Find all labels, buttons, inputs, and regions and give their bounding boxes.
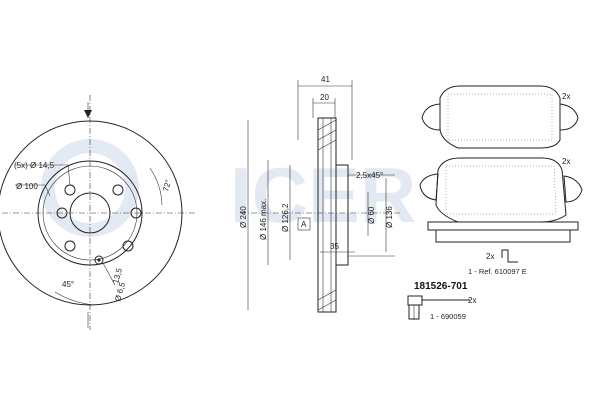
part-number: 181526-701 xyxy=(414,281,468,292)
threaded-hole-core xyxy=(97,258,101,262)
hatching-top xyxy=(317,119,337,151)
pad-bottom-friction xyxy=(445,165,557,215)
holes-leader-2 xyxy=(67,164,71,186)
pad-bottom-outline xyxy=(435,157,567,223)
pcd-leader-2 xyxy=(44,184,51,197)
pad-bottom-ear-right xyxy=(563,175,583,203)
hub-circle xyxy=(37,160,143,266)
angle-45-label: 45° xyxy=(62,280,74,289)
chamfer-label: 2,5x45° xyxy=(356,171,383,180)
bolt-hole-6 xyxy=(122,240,134,252)
pad-top-friction xyxy=(447,93,553,141)
brake-pads: 2x 2x 2x 1 - Ref. 610097 E xyxy=(419,85,583,276)
bolt-side-view xyxy=(408,304,420,320)
pad-bottom-ear-left xyxy=(419,173,439,201)
pad-top-ear-left xyxy=(421,103,441,131)
pcd-label: Ø 100 xyxy=(16,182,38,191)
pad-top-ear-right xyxy=(559,103,579,131)
hatching-bottom xyxy=(317,289,337,311)
clip-qty: 2x xyxy=(486,252,494,261)
bolt-head xyxy=(407,295,423,306)
dim-240-label: Ø 240 xyxy=(239,206,248,228)
watermark: ICER xyxy=(41,139,416,239)
small-hole-leader xyxy=(102,262,116,286)
bolt-hole-5 xyxy=(64,240,76,252)
wear-clip xyxy=(501,249,518,263)
disc-outer-edge xyxy=(0,120,183,306)
angle-72-label: 72° xyxy=(161,178,173,192)
hub-inner-circle xyxy=(42,165,138,261)
angle-45-arc xyxy=(54,291,96,306)
threaded-hole xyxy=(94,255,104,265)
bolt-hole-1 xyxy=(64,184,76,196)
top-arrow xyxy=(84,110,92,118)
disc-front-view: (5x) Ø 14,5 Ø 100 72° 45° 13,5 Ø 6,5 xyxy=(0,95,195,330)
bolt-item: 2x 1 - 690059 xyxy=(407,295,476,321)
center-bore xyxy=(69,192,111,234)
dim-35-label: 35 xyxy=(330,242,339,251)
holes-label: (5x) Ø 14,5 xyxy=(14,161,55,170)
dim-41-label: 41 xyxy=(321,75,330,84)
bolt-ref-label: 1 - 690059 xyxy=(430,312,466,321)
angle-72-arc xyxy=(149,167,163,206)
pad-bottom-qty: 2x xyxy=(562,157,570,166)
pad-side-backplate xyxy=(427,221,579,231)
dim-60-label: Ø 60 xyxy=(367,206,376,224)
pad-side-friction xyxy=(435,229,571,243)
datum-a-box xyxy=(297,217,311,231)
bolt-hole-2 xyxy=(112,184,124,196)
friction-ring xyxy=(317,117,337,313)
dim-146-label: Ø 146 max. xyxy=(259,199,268,240)
datum-a-label: A xyxy=(301,220,307,229)
offset-label: 13,5 xyxy=(111,267,124,285)
dim-136-label: Ø 136 xyxy=(385,206,394,228)
pad-ref-label: 1 - Ref. 610097 E xyxy=(468,267,527,276)
dim-126-label: Ø 126,2 xyxy=(281,203,290,232)
bolt-hole-3 xyxy=(56,207,68,219)
dim-20-label: 20 xyxy=(320,93,329,102)
pad-top-qty: 2x xyxy=(562,92,570,101)
bolt-hole-4 xyxy=(130,207,142,219)
pad-top-outline xyxy=(439,85,561,149)
bolt-qty: 2x xyxy=(468,296,476,305)
disc-cross-section: 41 20 Ø 240 Ø 146 max. Ø 126,2 Ø 60 Ø xyxy=(239,75,400,313)
hat-section xyxy=(336,164,349,266)
